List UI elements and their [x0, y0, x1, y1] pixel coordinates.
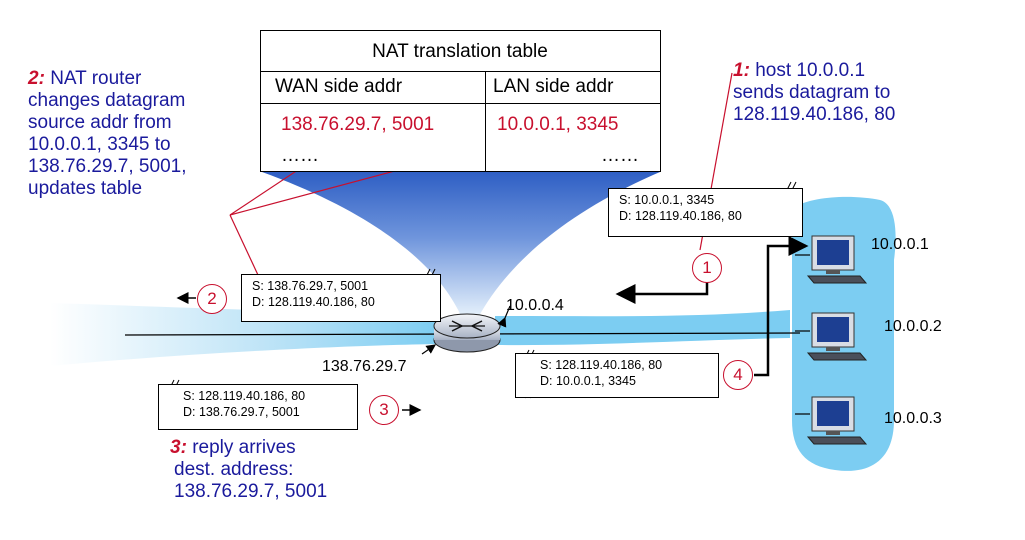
nat-table-row1-wan: 138.76.29.7, 5001 [281, 114, 435, 135]
step1-line: 128.119.40.186, 80 [733, 104, 896, 125]
host2-address: 10.0.0.2 [884, 318, 942, 335]
host1-address: 10.0.0.1 [871, 236, 929, 253]
datagram-3: S: 128.119.40.186, 80 D: 138.76.29.7, 50… [158, 384, 358, 430]
step-marker-3: 3 [369, 395, 399, 425]
nat-table-col-wan: WAN side addr [275, 76, 403, 97]
nat-table-header-underline [261, 103, 660, 104]
host1-computer-icon [806, 235, 868, 284]
nat-table-col-divider [485, 71, 486, 171]
step2-line: 10.0.0.1, 3345 to [28, 134, 171, 155]
datagram-2-dest: D: 128.119.40.186, 80 [252, 295, 375, 309]
router-wan-address: 138.76.29.7 [322, 358, 407, 375]
nat-table-title: NAT translation table [372, 41, 548, 62]
step2-line: source addr from [28, 112, 172, 133]
step-marker-4: 4 [723, 360, 753, 390]
step1-line: sends datagram to [733, 82, 891, 103]
step2-line: updates table [28, 178, 143, 199]
datagram-3-source: S: 128.119.40.186, 80 [183, 389, 306, 403]
step-marker-1: 1 [692, 253, 722, 283]
nat-table-row2-wan: …… [281, 145, 319, 166]
step2-description: 2: NAT router changes datagram source ad… [28, 68, 186, 200]
router-lan-address: 10.0.0.4 [506, 297, 564, 314]
nat-table-col-lan: LAN side addr [493, 76, 614, 97]
step3-line: reply arrives [192, 437, 296, 458]
step2-number: 2: [28, 68, 45, 89]
nat-router-icon [433, 313, 501, 353]
datagram-1-source: S: 10.0.0.1, 3345 [619, 193, 715, 207]
host2-computer-icon [806, 312, 868, 361]
step3-number: 3: [170, 437, 187, 458]
nat-table-row2-lan: …… [601, 145, 639, 166]
host3-address: 10.0.0.3 [884, 410, 942, 427]
datagram-4-source: S: 128.119.40.186, 80 [540, 358, 663, 372]
datagram-2: S: 138.76.29.7, 5001 D: 128.119.40.186, … [241, 274, 441, 322]
datagram-4-dest: D: 10.0.0.1, 3345 [540, 374, 636, 388]
step3-description: 3: reply arrives dest. address: 138.76.2… [170, 437, 327, 503]
nat-table-row1-lan: 10.0.0.1, 3345 [497, 114, 619, 135]
step1-number: 1: [733, 60, 750, 81]
step3-line: dest. address: [174, 459, 294, 480]
datagram-1-dest: D: 128.119.40.186, 80 [619, 209, 742, 223]
step-marker-2: 2 [197, 284, 227, 314]
nat-table-header-divider [261, 71, 660, 72]
step2-line: changes datagram [28, 90, 186, 111]
step3-line: 138.76.29.7, 5001 [174, 481, 328, 502]
step2-line: NAT router [50, 68, 142, 89]
step1-line: host 10.0.0.1 [755, 60, 866, 81]
step2-line: 138.76.29.7, 5001, [28, 156, 187, 177]
step1-description: 1: host 10.0.0.1 sends datagram to 128.1… [733, 60, 895, 126]
lan-link [495, 310, 790, 346]
table-funnel [262, 172, 660, 318]
datagram-1: S: 10.0.0.1, 3345 D: 128.119.40.186, 80 [608, 188, 803, 237]
host3-computer-icon [806, 396, 868, 445]
datagram-4: S: 128.119.40.186, 80 D: 10.0.0.1, 3345 [515, 353, 719, 398]
datagram-2-source: S: 138.76.29.7, 5001 [252, 279, 369, 293]
nat-translation-table: NAT translation table WAN side addr LAN … [260, 30, 661, 172]
datagram-3-dest: D: 138.76.29.7, 5001 [183, 405, 300, 419]
